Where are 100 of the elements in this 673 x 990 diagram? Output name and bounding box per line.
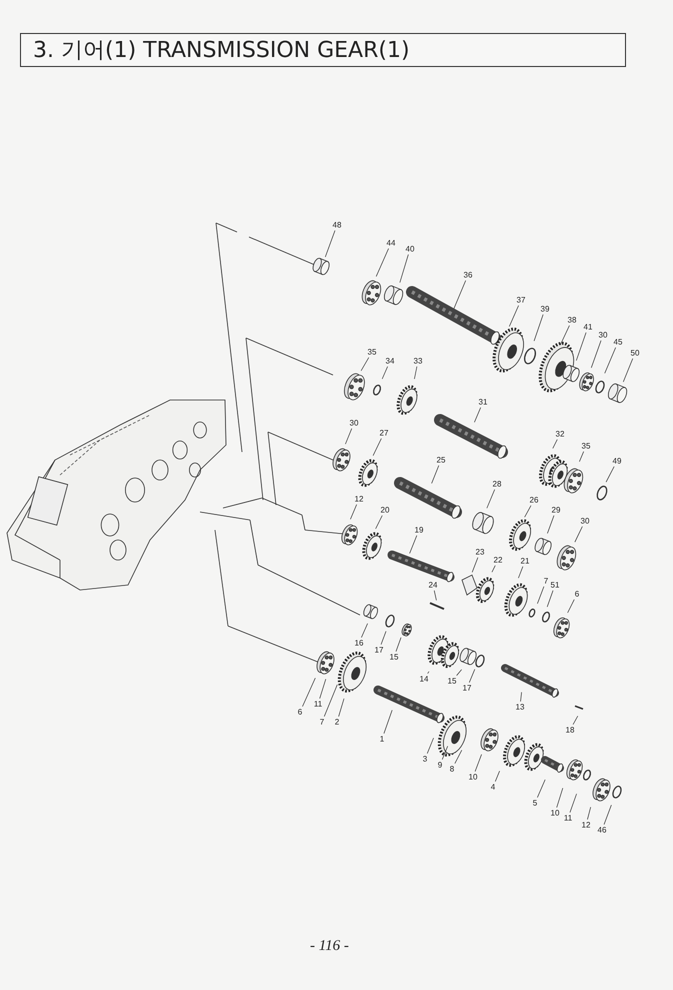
callout-number: 25 <box>436 456 446 464</box>
leader-line <box>524 505 532 518</box>
callout-number: 38 <box>568 316 576 324</box>
leader-line <box>360 357 370 372</box>
callout-number: 41 <box>584 322 592 332</box>
callout-number: 12 <box>582 820 590 830</box>
callout-number: 46 <box>598 826 606 834</box>
leader-line <box>518 566 524 578</box>
callout-number: 14 <box>420 674 428 684</box>
callout-number: 6 <box>574 590 580 598</box>
leader-line <box>587 806 591 820</box>
callout-number: 10 <box>468 772 478 782</box>
callout-number: 20 <box>380 506 390 514</box>
leader-line <box>572 716 578 725</box>
leader-line <box>384 710 392 734</box>
leader-line <box>426 738 434 754</box>
callout-number: 32 <box>556 430 564 438</box>
leader-line <box>623 358 634 382</box>
callout-number: 24 <box>428 580 438 590</box>
leader-line <box>552 439 558 449</box>
callout-number: 19 <box>414 526 424 534</box>
leader-line <box>396 637 402 652</box>
callout-number: 18 <box>566 726 574 734</box>
leader-line <box>606 466 614 482</box>
callout-number: 30 <box>350 418 358 428</box>
leader-line <box>520 692 522 702</box>
leader-line <box>372 438 382 456</box>
callout-number: 39 <box>540 304 550 314</box>
callout-number: 6 <box>298 708 302 716</box>
callout-number: 1 <box>380 734 384 744</box>
callout-number: 44 <box>386 238 396 248</box>
leader-line <box>400 254 409 283</box>
leader-line <box>380 630 386 645</box>
callout-number: 5 <box>532 798 538 808</box>
callout-number: 7 <box>320 718 324 726</box>
leader-line <box>302 678 316 707</box>
leader-line <box>434 590 437 601</box>
callout-number: 45 <box>614 338 622 346</box>
leader-line <box>375 515 383 530</box>
leader-line <box>591 340 602 368</box>
callout-number: 15 <box>390 652 398 662</box>
callout-number: 17 <box>374 646 384 654</box>
leader-line <box>427 671 430 674</box>
callout-number: 13 <box>516 702 524 712</box>
callout-number: 28 <box>492 480 502 488</box>
callout-number: 36 <box>464 270 472 280</box>
callout-number: 16 <box>354 638 364 648</box>
leader-line <box>454 280 466 309</box>
leader-line <box>537 586 544 604</box>
callout-number: 29 <box>552 506 560 514</box>
callout-number: 21 <box>520 556 530 566</box>
leader-line <box>546 590 554 608</box>
callout-number: 33 <box>414 356 422 366</box>
callout-number: 17 <box>462 684 472 692</box>
leader-line <box>537 779 546 798</box>
leader-line <box>324 684 338 717</box>
leader-line <box>319 678 326 699</box>
leader-line <box>567 599 575 614</box>
leader-line <box>509 305 519 327</box>
callout-number: 11 <box>564 814 572 822</box>
leader-line <box>534 314 544 342</box>
leader-line <box>494 770 500 782</box>
page-title: 3. 기어(1) TRANSMISSION GEAR(1) <box>20 33 626 67</box>
callout-number: 10 <box>550 808 560 818</box>
leader-line <box>560 325 570 346</box>
leader-line <box>474 407 481 423</box>
leader-line <box>338 698 344 717</box>
callout-number: 30 <box>580 516 590 526</box>
callout-number: 37 <box>516 296 526 304</box>
callout-number: 31 <box>478 398 488 406</box>
callout-number: 48 <box>332 220 342 230</box>
leader-line <box>361 623 368 638</box>
callout-number: 15 <box>448 676 456 686</box>
leader-line <box>376 248 389 277</box>
leader-line <box>469 668 476 683</box>
callout-number: 40 <box>406 244 414 254</box>
leader-line <box>576 332 586 361</box>
leader-line <box>579 451 584 462</box>
callout-number: 34 <box>386 356 394 366</box>
leader-line <box>492 565 496 572</box>
leader-line <box>414 366 418 380</box>
callout-number: 26 <box>530 496 538 504</box>
callout-number: 4 <box>490 782 496 792</box>
leader-line <box>547 515 554 534</box>
leader-line <box>345 428 352 444</box>
callout-number: 12 <box>354 494 364 504</box>
callout-number: 30 <box>598 330 608 340</box>
leader-line <box>442 746 448 760</box>
leader-line <box>382 366 388 380</box>
leader-line <box>409 535 418 554</box>
leader-line <box>570 794 577 813</box>
leader-line <box>456 669 462 676</box>
callout-number: 7 <box>544 576 548 586</box>
callout-number: 35 <box>582 442 590 450</box>
leader-line <box>325 230 336 258</box>
callout-number: 35 <box>368 348 376 356</box>
leader-line <box>574 526 583 542</box>
callout-number: 23 <box>476 548 484 556</box>
leader-line <box>604 804 612 825</box>
callout-number: 3 <box>422 754 428 764</box>
